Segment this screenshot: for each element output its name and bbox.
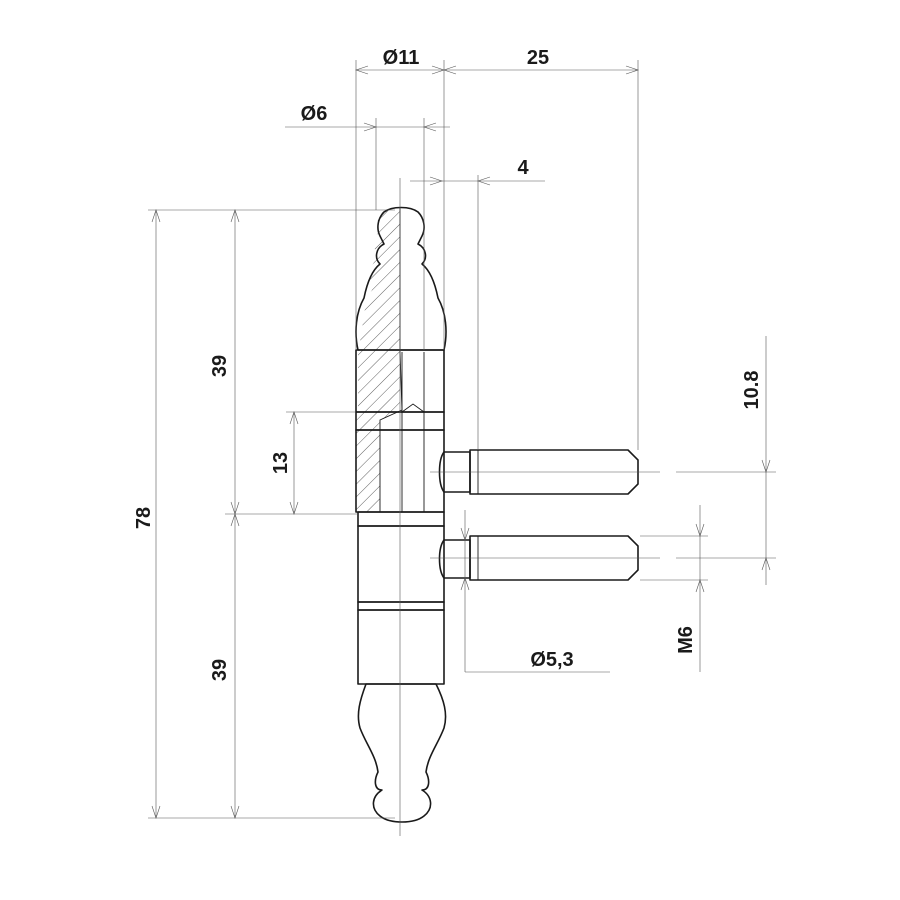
label-lower-half: 39 — [209, 659, 231, 681]
lower-barrel-bottom — [357, 609, 445, 685]
label-inner-diameter: Ø6 — [301, 103, 328, 125]
label-total-length: 78 — [133, 507, 155, 529]
upper-pin-thread — [469, 449, 639, 495]
label-small-pin-diameter: Ø5,3 — [530, 649, 573, 671]
upper-pin-neck — [438, 451, 471, 493]
bore-tip — [401, 403, 425, 413]
label-pin-spacing: 10.8 — [741, 371, 763, 410]
hinge-body — [355, 178, 660, 836]
lower-pin-thread — [469, 535, 639, 581]
label-bore-depth: 13 — [270, 452, 292, 474]
dimension-lines — [148, 60, 776, 819]
lower-pin-neck — [438, 539, 471, 579]
label-thread-length: 25 — [527, 47, 549, 69]
bottom-finial — [357, 683, 447, 823]
label-pin-diameter: Ø11 — [383, 47, 420, 69]
label-offset: 4 — [517, 157, 529, 179]
lower-barrel — [357, 525, 445, 603]
lower-barrel-collar — [357, 511, 445, 527]
label-thread-size: M6 — [675, 626, 697, 654]
lower-barrel-ring — [357, 601, 445, 611]
dimension-arrows — [151, 65, 771, 819]
label-upper-half: 39 — [209, 355, 231, 377]
section-hatch — [356, 208, 400, 512]
